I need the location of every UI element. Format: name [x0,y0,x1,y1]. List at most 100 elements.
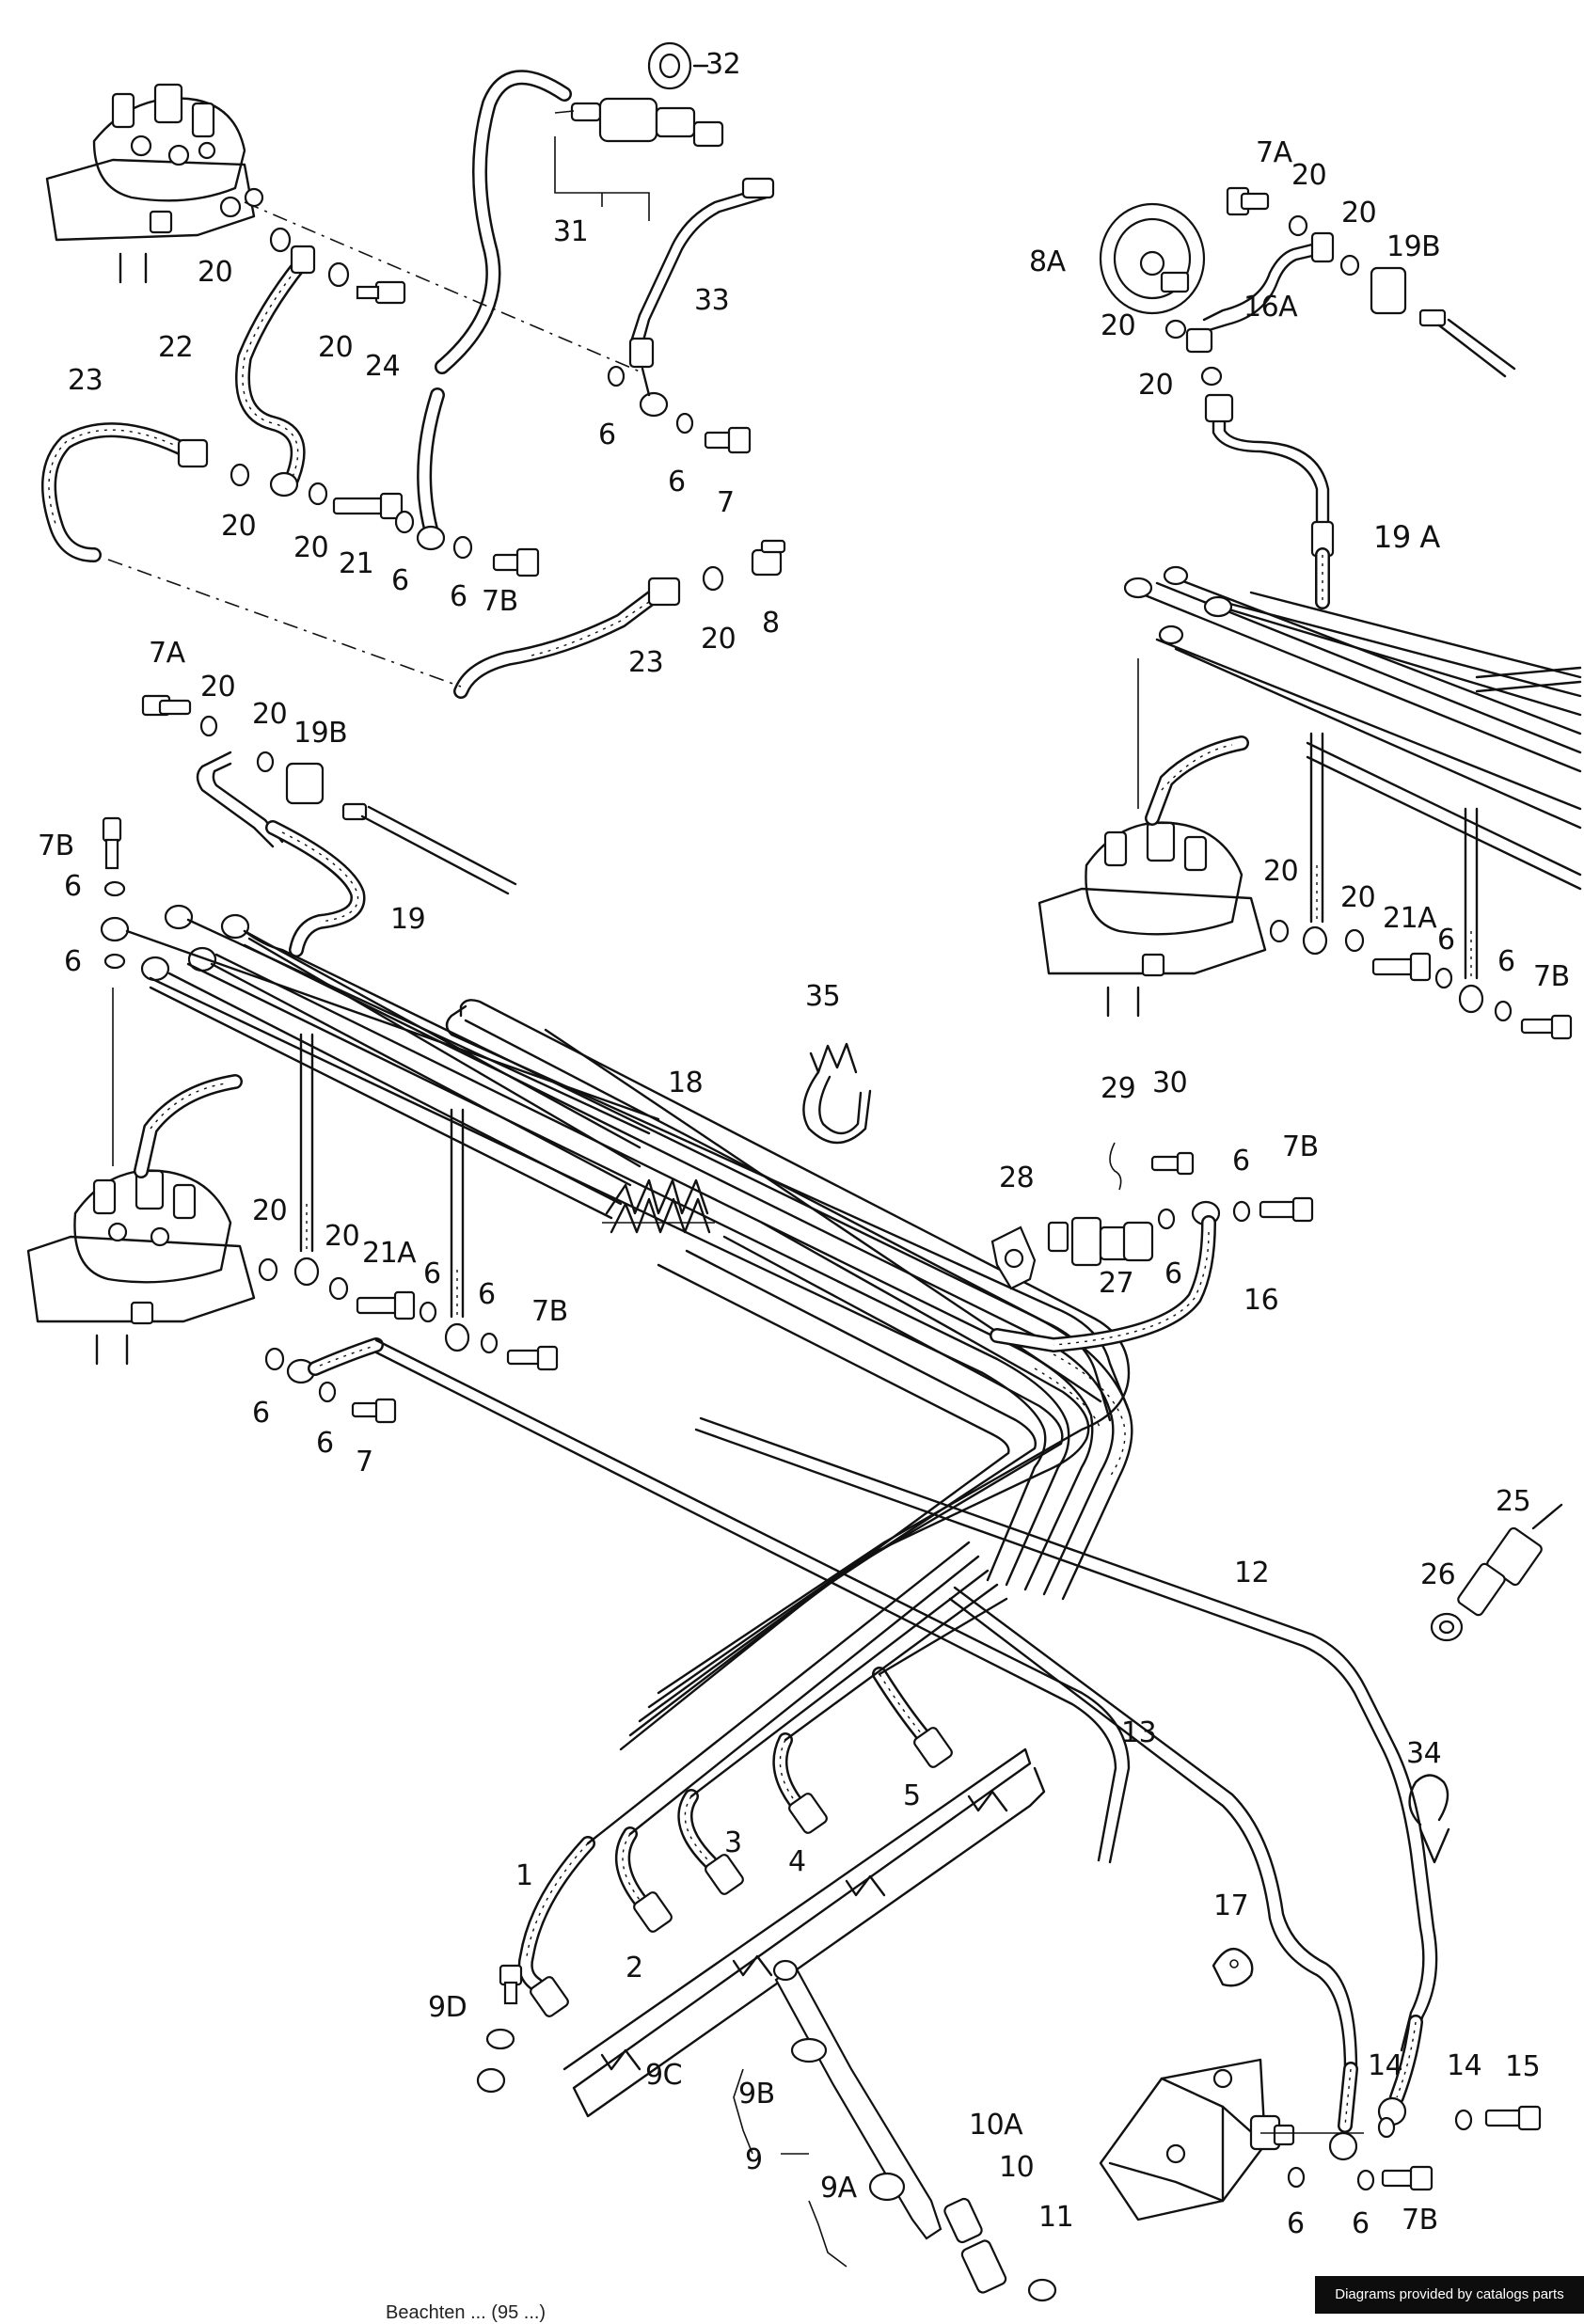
clip-34 [1408,1774,1450,1864]
bolts-top-right [1269,919,1573,1040]
small-parts-top-right [1226,186,1516,378]
line-12 [694,1416,1438,2126]
label-7B: 7B [1282,1130,1319,1163]
label-20: 20 [252,1194,288,1227]
line-33 [628,177,775,418]
label-9: 9 [745,2143,763,2176]
distributor-mid-left [26,988,256,1366]
hose-23-right [453,577,681,699]
label-20: 20 [1291,159,1327,192]
label-7B: 7B [531,1295,568,1328]
credit-badge: Diagrams provided by catalogs parts [1315,2276,1584,2314]
valve-27-assembly [990,1142,1314,1353]
label-6: 6 [252,1397,270,1430]
label-7A: 7A [1256,136,1292,169]
label-20: 20 [318,331,354,364]
line-13 [948,1586,1358,2161]
label-9C: 9C [645,2059,683,2092]
clamp-35 [802,1042,872,1145]
label-19: 19 [390,903,426,936]
label-19B: 19B [1386,230,1441,263]
label-32: 32 [705,48,741,81]
label-9D: 9D [428,1991,467,2024]
label-14: 14 [1368,2049,1403,2082]
label-7: 7 [356,1446,373,1478]
label-21A: 21A [1383,902,1437,935]
line-19 [141,694,517,957]
label-19B: 19B [293,717,348,750]
label-7B: 7B [482,585,518,618]
label-6: 6 [316,1427,334,1460]
label-20: 20 [1263,855,1299,888]
label-6: 6 [450,580,467,613]
line-19A [1204,393,1335,609]
label-3: 3 [724,1826,742,1859]
label-30: 30 [1152,1067,1188,1099]
label-2: 2 [626,1952,643,1984]
label-12: 12 [1234,1557,1270,1589]
label-6: 6 [1287,2207,1305,2240]
label-20: 20 [1101,309,1136,342]
label-7B: 7B [38,830,74,862]
label-4: 4 [788,1845,806,1878]
label-33: 33 [694,284,730,317]
label-20: 20 [1341,197,1377,229]
label-14: 14 [1447,2049,1482,2082]
distributor-top-right [1038,658,1267,1018]
pressure-regulator-8A [1099,202,1206,315]
label-11: 11 [1038,2201,1074,2234]
label-18: 18 [668,1067,704,1099]
label-23: 23 [628,646,664,679]
label-6: 6 [598,419,616,451]
vacuum-hose-top [416,70,572,551]
fuel-lines-middle [459,999,1131,1751]
label-22: 22 [158,331,194,364]
hose-22 [235,245,316,498]
label-35: 35 [805,980,841,1013]
fuel-distributor-top-left [45,83,264,284]
label-17: 17 [1213,1889,1249,1922]
label-20: 20 [325,1220,360,1253]
label-20: 20 [198,256,233,289]
cold-start-valve-31 [554,97,724,221]
label-20: 20 [252,698,288,731]
label-5: 5 [903,1779,921,1812]
label-16: 16 [1243,1284,1279,1317]
label-6: 6 [668,466,686,498]
label-28: 28 [999,1162,1035,1194]
label-7A: 7A [149,637,185,670]
label-31: 31 [553,215,589,248]
line-16A [1164,231,1335,387]
label-6: 6 [478,1278,496,1311]
holder-18 [602,1178,715,1234]
label-10A: 10A [969,2109,1023,2142]
line-7-lower [286,1337,1131,1864]
label-6: 6 [423,1257,441,1290]
label-6: 6 [1164,1257,1182,1290]
label-6: 6 [391,564,409,597]
label-26: 26 [1420,1558,1456,1591]
label-20: 20 [200,671,236,704]
label-8: 8 [762,607,780,640]
label-6: 6 [1232,1145,1250,1178]
injector-rail-9C [562,1747,1046,2118]
label-23: 23 [68,364,103,397]
axis-line-1 [244,201,641,372]
clip-17 [1212,1947,1254,1987]
label-20: 20 [293,531,329,564]
label-25: 25 [1496,1485,1531,1518]
label-20: 20 [1340,881,1376,914]
label-16A: 16A [1243,291,1298,324]
label-6: 6 [1437,924,1455,956]
screw-9D [476,1964,523,2094]
injector-lines [517,1541,1008,2017]
hose-23-left [41,422,209,562]
label-7B: 7B [1402,2204,1438,2237]
label-29: 29 [1101,1072,1136,1105]
label-13: 13 [1121,1716,1157,1749]
vertical-lines-top-right [1302,732,1484,1014]
label-10: 10 [999,2151,1035,2184]
label-1: 1 [515,1859,533,1892]
label-34: 34 [1406,1737,1442,1770]
